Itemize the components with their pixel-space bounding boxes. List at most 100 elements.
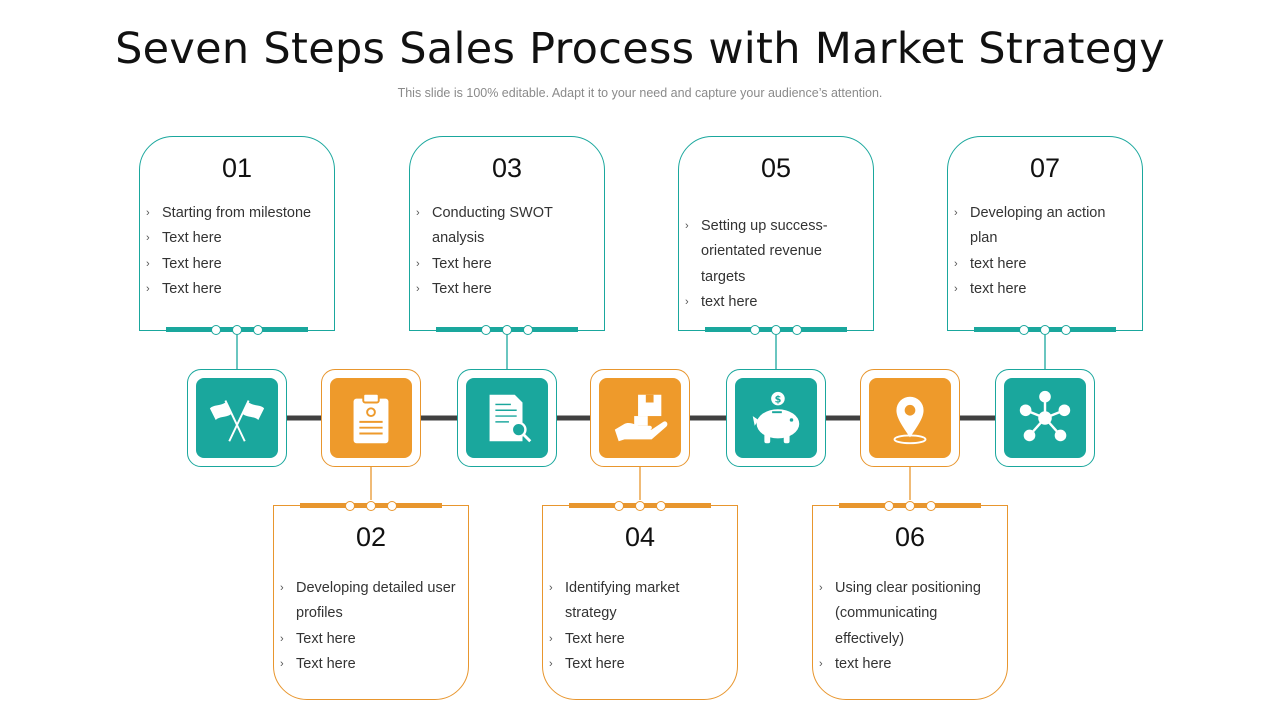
chevron-right-icon: ›	[549, 632, 553, 645]
connector-dot	[656, 500, 666, 511]
step-04-icon-frame	[590, 369, 690, 467]
connector-dot	[926, 500, 936, 511]
connector-dot	[1040, 324, 1050, 335]
list-item-text: Developing detailed user profiles	[296, 580, 456, 622]
list-item: › text here	[685, 290, 867, 315]
list-item: ›Using clear positioning (communicating …	[819, 576, 1001, 652]
list-item: ›text here	[954, 277, 1136, 302]
step-number: 02	[355, 522, 387, 552]
chevron-right-icon: ›	[146, 207, 150, 219]
list-item-text: Developing an action plan	[970, 205, 1106, 247]
step-06-card: 06 › Using clear positioning (communicatin…	[812, 505, 1008, 700]
step-06-icon-frame	[860, 369, 960, 467]
chevron-right-icon: ›	[280, 657, 284, 670]
chevron-right-icon: ›	[280, 632, 284, 645]
connector-dot	[253, 324, 263, 335]
page-subtitle: This slide is 100% editable. Adapt it to…	[397, 86, 883, 100]
connector-dot	[211, 324, 221, 335]
list-item-text: Text here	[162, 280, 222, 297]
connector-dot	[614, 500, 624, 511]
step-items-list: ›Setting up success-orientated revenue t…	[685, 214, 867, 315]
step-04-card: 04›Identifying market strategy›Text here…	[542, 505, 738, 700]
step-items-list: ›Conducting SWOT analysis›Text here›Text…	[416, 201, 598, 302]
connector-dot	[750, 324, 760, 335]
chevron-right-icon: ›	[685, 295, 689, 308]
list-item: ›Text here	[416, 252, 598, 277]
chevron-right-icon: ›	[954, 207, 958, 219]
list-item: ›Setting up success-orientated revenue t…	[685, 214, 867, 290]
chevron-right-icon: ›	[416, 207, 420, 219]
step-items-list: ›Starting from milestone›Text here›Text …	[146, 201, 328, 302]
chevron-right-icon: ›	[819, 657, 823, 670]
list-item-text: Text here	[162, 255, 222, 272]
list-item: › Text here	[416, 277, 598, 302]
step-items-list: › Identifying market strategy › Text here › T…	[549, 576, 731, 677]
step-07-card: 07›Developing an action plan›text here›t…	[947, 136, 1143, 331]
chevron-right-icon: ›	[416, 282, 420, 295]
step-items-list: › Using clear positioning (communicating …	[819, 576, 1001, 677]
step-05-icon-frame: $	[726, 369, 826, 467]
list-item-text: text here	[970, 280, 1027, 297]
step-items-list: ›Developing an action plan›text here›tex…	[954, 201, 1136, 302]
connector-dot	[366, 500, 376, 511]
chevron-right-icon: ›	[954, 257, 958, 270]
list-item: › Text here	[549, 627, 731, 652]
step-number: 01	[221, 153, 253, 183]
connector-dot	[905, 500, 915, 511]
step-number: 07	[1029, 153, 1061, 183]
step-01-card: 01›Starting from milestone›Text here›Tex…	[139, 136, 335, 331]
list-item: › Text here	[280, 652, 462, 677]
list-item-text: Using clear positioning (communicating e…	[835, 580, 981, 647]
chevron-right-icon: ›	[549, 657, 553, 670]
list-item: › Identifying market strategy	[549, 576, 731, 627]
list-item: ›Starting from milestone	[146, 201, 328, 226]
step-03-card: 03›Conducting SWOT analysis›Text here›Te…	[409, 136, 605, 331]
network-icon	[1004, 378, 1086, 458]
list-item: ›Text here	[146, 226, 328, 251]
chevron-right-icon: ›	[549, 582, 553, 594]
list-item: ›Conducting SWOT analysis	[416, 201, 598, 252]
page-title: Seven Steps Sales Process with Market St…	[115, 24, 1165, 74]
chevron-right-icon: ›	[280, 582, 284, 594]
clipboard-icon	[330, 378, 412, 458]
list-item-text: text here	[701, 293, 758, 310]
list-item-text: Text here	[565, 655, 625, 672]
connector-dot	[771, 324, 781, 335]
list-item-text: Identifying market strategy	[565, 580, 680, 622]
piggy-bank-icon: $	[735, 378, 817, 458]
connector-dot	[345, 500, 355, 511]
list-item-text: text here	[970, 255, 1027, 272]
step-number: 03	[491, 153, 523, 183]
step-02-card: 02 › Developing detailed user profiles › Tex…	[273, 505, 469, 700]
connector-dot	[1061, 324, 1071, 335]
list-item-text: text here	[835, 655, 892, 672]
chevron-right-icon: ›	[416, 257, 420, 270]
step-items-list: › Developing detailed user profiles › Text …	[280, 576, 462, 677]
step-03-icon-frame	[457, 369, 557, 467]
svg-text:$: $	[775, 395, 782, 406]
step-05-card: 05 ›Setting up success-orientated revenue…	[678, 136, 874, 331]
list-item: › text here	[954, 252, 1136, 277]
list-item-text: Text here	[296, 630, 356, 647]
list-item: › Text here	[146, 252, 328, 277]
list-item: › Developing an action plan	[954, 201, 1136, 252]
list-item-text: Text here	[565, 630, 625, 647]
crossed-flags-icon	[196, 378, 278, 458]
hand-box-icon	[599, 378, 681, 458]
step-02-icon-frame	[321, 369, 421, 467]
document-search-icon	[466, 378, 548, 458]
chevron-right-icon: ›	[685, 220, 689, 232]
list-item: › Text here	[280, 627, 462, 652]
list-item: › Developing detailed user profiles	[280, 576, 462, 627]
connector-dot	[884, 500, 894, 511]
connector-dot	[1019, 324, 1029, 335]
list-item: ›Text here	[146, 277, 328, 302]
list-item-text: Text here	[432, 280, 492, 297]
list-item-text: Text here	[296, 655, 356, 672]
chevron-right-icon: ›	[146, 257, 150, 270]
connector-dot	[792, 324, 802, 335]
list-item-text: Text here	[162, 230, 222, 247]
step-number: 05	[760, 153, 792, 183]
connector-dot	[635, 500, 645, 511]
step-number: 06	[894, 522, 926, 552]
